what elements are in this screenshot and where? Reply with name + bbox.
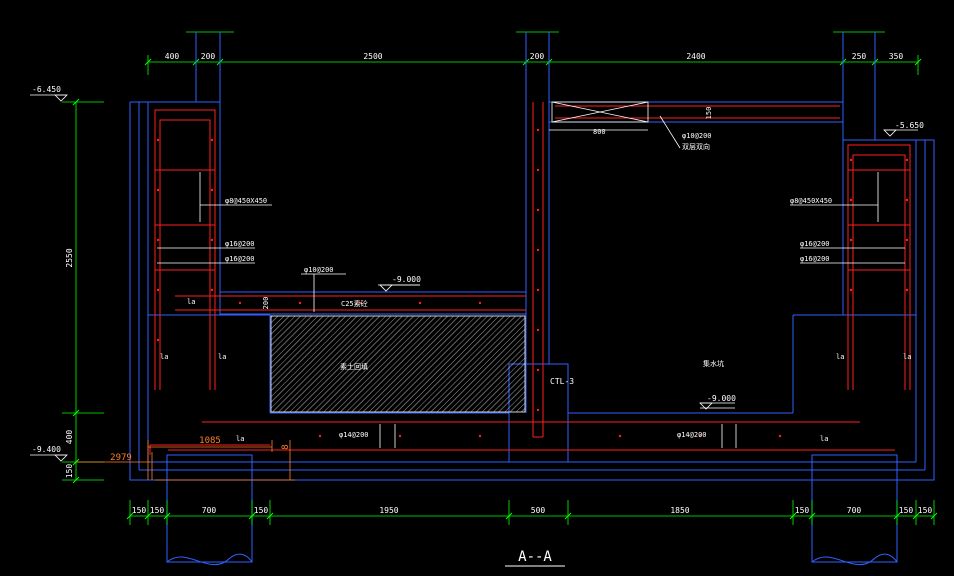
bottom-dim-8: 700 bbox=[847, 506, 862, 515]
pile-height-label: 8 bbox=[281, 444, 291, 449]
rebar-dots bbox=[156, 128, 909, 438]
la-label-3: la bbox=[218, 353, 226, 361]
bottom-dim-7: 150 bbox=[795, 506, 810, 515]
bottom-dim-10: 150 bbox=[918, 506, 933, 515]
section-title: A--A bbox=[518, 549, 552, 565]
la-label-7: la bbox=[820, 435, 828, 443]
leader-lines bbox=[157, 115, 905, 448]
rebar-label-left-1: φ16@200 bbox=[225, 240, 255, 248]
bottom-dim-3: 150 bbox=[254, 506, 269, 515]
orange-dim-0: 1085 bbox=[199, 436, 221, 446]
left-dimension-line bbox=[62, 101, 104, 481]
rebar-label-right-1: φ16@200 bbox=[800, 240, 830, 248]
la-label-6: la bbox=[903, 353, 911, 361]
top-dim-4: 2400 bbox=[686, 52, 705, 61]
elevation-markers bbox=[30, 94, 918, 462]
bottom-dim-9: 150 bbox=[899, 506, 914, 515]
bottom-dimension-ticks bbox=[126, 512, 938, 520]
ctl-label: CTL-3 bbox=[550, 377, 574, 386]
top-right-small-label: 800 bbox=[593, 128, 606, 136]
bottom-dimension-line bbox=[129, 500, 935, 525]
top-right-note: 双层双向 bbox=[682, 142, 710, 151]
top-dim-2: 2500 bbox=[363, 52, 382, 61]
slab-thickness-label: 200 bbox=[262, 297, 270, 310]
elevation-1: -5.650 bbox=[895, 121, 924, 130]
left-dim-2: 150 bbox=[65, 464, 74, 479]
rebar-label-left-2: φ16@200 bbox=[225, 255, 255, 263]
slab-rebar-label: φ10@200 bbox=[304, 266, 334, 274]
bottom-dimension-texts: 150 150 700 150 1950 500 1850 150 700 15… bbox=[132, 506, 933, 515]
left-dimension-ticks bbox=[72, 98, 80, 484]
bottom-dim-5: 500 bbox=[531, 506, 546, 515]
rebar-label-right-2: φ16@200 bbox=[800, 255, 830, 263]
rebar-label-right-stirrup: φ8@450X450 bbox=[790, 197, 832, 205]
orange-dim-1: 2979 bbox=[110, 453, 132, 463]
rebar-lines bbox=[149, 102, 911, 455]
elevation-4: -9.400 bbox=[32, 445, 61, 454]
left-dim-1: 400 bbox=[65, 430, 74, 445]
top-right-rebar-label: φ10@200 bbox=[682, 132, 712, 140]
orange-dimension-lines bbox=[76, 440, 295, 481]
fill-label: 素土回填 bbox=[340, 362, 368, 371]
top-dim-5: 250 bbox=[852, 52, 867, 61]
bottom-dim-0: 150 bbox=[132, 506, 147, 515]
top-dim-3: 200 bbox=[530, 52, 545, 61]
opening-symbol bbox=[549, 101, 649, 131]
water-label: 集水坑 bbox=[703, 359, 724, 368]
top-dim-6: 350 bbox=[889, 52, 904, 61]
structure-outline bbox=[129, 32, 935, 565]
elevation-3: -9.000 bbox=[707, 394, 736, 403]
bottom-rebar-right-label: φ14@200 bbox=[677, 431, 707, 439]
bottom-dim-4: 1950 bbox=[379, 506, 398, 515]
la-label-2: la bbox=[160, 353, 168, 361]
left-dim-0: 2550 bbox=[65, 248, 74, 267]
top-dim-1: 200 bbox=[201, 52, 216, 61]
bottom-rebar-left-label: φ14@200 bbox=[339, 431, 369, 439]
bottom-dim-1: 150 bbox=[150, 506, 165, 515]
bottom-dim-2: 700 bbox=[202, 506, 217, 515]
c25-label: C25素砼 bbox=[341, 299, 368, 308]
bottom-dim-6: 1850 bbox=[670, 506, 689, 515]
rebar-label-left-stirrup: φ8@450X450 bbox=[225, 197, 267, 205]
hatched-fill-region bbox=[270, 315, 526, 413]
top-dim-0: 400 bbox=[165, 52, 180, 61]
elevation-0: -6.450 bbox=[32, 85, 61, 94]
top-right-dim-label: 150 bbox=[705, 107, 713, 120]
elevation-2: -9.000 bbox=[392, 275, 421, 284]
la-label-5: la bbox=[836, 353, 844, 361]
la-label-4: la bbox=[236, 435, 244, 443]
top-dimension-texts: 400 200 2500 200 2400 250 350 bbox=[165, 52, 904, 61]
la-label-1: la bbox=[187, 298, 195, 306]
